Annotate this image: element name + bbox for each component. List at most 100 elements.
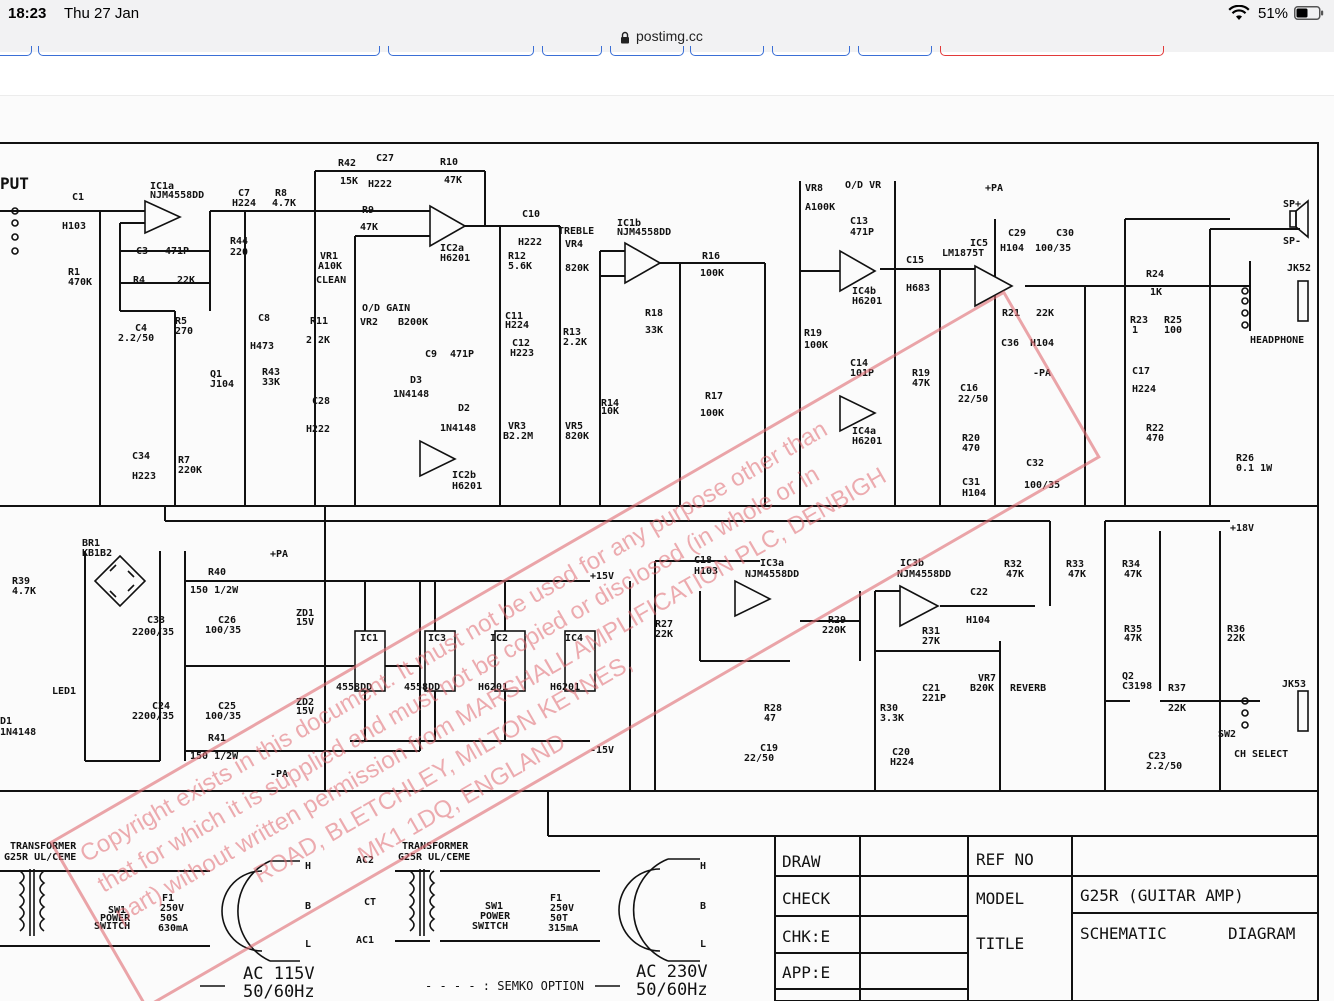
svg-text:150 1/2W: 150 1/2W — [190, 585, 239, 596]
svg-text:15V: 15V — [296, 706, 314, 717]
wifi-icon — [1228, 5, 1250, 20]
svg-text:C11: C11 — [505, 311, 523, 322]
svg-text:R35: R35 — [1124, 624, 1142, 635]
svg-text:AC 230V: AC 230V — [636, 962, 708, 982]
opamp-ic1b — [624, 241, 662, 285]
svg-text:C28: C28 — [312, 396, 330, 407]
svg-text:1K: 1K — [1150, 287, 1162, 298]
svg-text:SW2: SW2 — [1218, 729, 1236, 740]
tab-1[interactable] — [0, 46, 32, 56]
tab-3[interactable] — [388, 46, 534, 56]
svg-text:47K: 47K — [1006, 569, 1024, 580]
svg-text:L: L — [305, 939, 311, 950]
svg-text:4.7K: 4.7K — [272, 198, 296, 209]
svg-text:470: 470 — [1146, 433, 1164, 444]
svg-text:IC4b: IC4b — [852, 286, 876, 297]
url-text[interactable]: postimg.cc — [636, 28, 703, 44]
tab-2[interactable] — [38, 46, 380, 56]
svg-text:H224: H224 — [890, 757, 914, 768]
svg-text:-PA: -PA — [1033, 368, 1051, 379]
svg-text:C23: C23 — [1148, 751, 1166, 762]
svg-text:1N4148: 1N4148 — [393, 389, 429, 400]
svg-text:TRANSFORMER: TRANSFORMER — [10, 841, 77, 852]
svg-text:C33: C33 — [147, 615, 165, 626]
svg-text:33K: 33K — [645, 325, 663, 336]
svg-text:2.2K: 2.2K — [563, 337, 587, 348]
svg-text:100/35: 100/35 — [1024, 480, 1060, 491]
svg-text:NJM4558DD: NJM4558DD — [745, 569, 799, 580]
svg-text:part) without written permissi: part) without written permission from MA… — [111, 462, 891, 928]
tab-8[interactable] — [858, 46, 932, 56]
svg-text:HEADPHONE: HEADPHONE — [1250, 335, 1304, 346]
svg-text:R19: R19 — [804, 328, 822, 339]
svg-text:15V: 15V — [296, 617, 314, 628]
opamp-ic2b — [419, 439, 457, 478]
address-bar[interactable]: postimg.cc — [0, 28, 1334, 52]
svg-text:22K: 22K — [177, 275, 195, 286]
svg-text:H473: H473 — [250, 341, 274, 352]
svg-text:250V: 250V — [550, 903, 574, 914]
svg-text:IC5: IC5 — [970, 238, 988, 249]
svg-text:R8: R8 — [275, 188, 287, 199]
svg-text:22K: 22K — [655, 629, 673, 640]
svg-text:+15V: +15V — [590, 571, 614, 582]
svg-text:R33: R33 — [1066, 559, 1084, 570]
svg-text:C31: C31 — [962, 477, 980, 488]
svg-text:H223: H223 — [510, 348, 534, 359]
svg-text:B200K: B200K — [398, 317, 428, 328]
svg-text:C32: C32 — [1026, 458, 1044, 469]
title-block-app-e: APP:E — [782, 963, 830, 982]
tab-7[interactable] — [772, 46, 850, 56]
svg-text:D3: D3 — [410, 375, 422, 386]
svg-text:IC3a: IC3a — [760, 558, 784, 569]
svg-text:50T: 50T — [550, 913, 568, 924]
tab-4[interactable] — [542, 46, 602, 56]
title-block-title: TITLE — [976, 934, 1024, 953]
svg-text:SWITCH: SWITCH — [472, 921, 508, 932]
svg-text:2200/35: 2200/35 — [132, 711, 174, 722]
svg-text:C30: C30 — [1056, 228, 1074, 239]
svg-text:H104: H104 — [1030, 338, 1054, 349]
svg-text:H6201: H6201 — [852, 436, 882, 447]
svg-text:+PA: +PA — [985, 183, 1003, 194]
svg-text:C10: C10 — [522, 209, 540, 220]
svg-text:100K: 100K — [700, 408, 724, 419]
svg-text:220K: 220K — [822, 625, 846, 636]
svg-text:NJM4558DD: NJM4558DD — [897, 569, 951, 580]
copyright-watermark: Copyright exists in this document. It mu… — [49, 290, 1101, 1001]
svg-text:H222: H222 — [368, 179, 392, 190]
svg-text:H103: H103 — [62, 221, 86, 232]
svg-text:IC2: IC2 — [490, 633, 508, 644]
opamp-ic2a — [429, 204, 467, 248]
svg-text:C13: C13 — [850, 216, 868, 227]
tab-5[interactable] — [610, 46, 684, 56]
tab-9-active[interactable] — [940, 46, 1164, 56]
svg-text:221P: 221P — [922, 693, 946, 704]
document-image: PUT IC1a NJM4558DD C1 H103 R1 470K C7 H2… — [0, 95, 1334, 1001]
svg-text:O/D GAIN: O/D GAIN — [362, 303, 410, 314]
svg-text:REVERB: REVERB — [1010, 683, 1046, 694]
svg-text:H224: H224 — [505, 320, 529, 331]
svg-text:H683: H683 — [906, 283, 930, 294]
opamp-ic3b — [899, 584, 940, 628]
svg-text:C17: C17 — [1132, 366, 1150, 377]
svg-text:IC1b: IC1b — [617, 218, 641, 229]
svg-text:AC 115V: AC 115V — [243, 964, 315, 984]
battery-icon — [1294, 6, 1324, 20]
svg-text:- - - - : SEMKO OPTION: - - - - : SEMKO OPTION — [425, 979, 584, 993]
svg-text:220: 220 — [230, 247, 248, 258]
svg-text:H104: H104 — [1000, 243, 1024, 254]
svg-text:AC2: AC2 — [356, 855, 374, 866]
svg-text:47K: 47K — [1124, 569, 1142, 580]
svg-text:470: 470 — [962, 443, 980, 454]
svg-text:R11: R11 — [310, 316, 328, 327]
tab-6[interactable] — [690, 46, 764, 56]
svg-text:3.3K: 3.3K — [880, 713, 904, 724]
svg-text:H6201: H6201 — [550, 682, 580, 693]
svg-text:1N4148: 1N4148 — [440, 423, 476, 434]
svg-text:R1: R1 — [68, 267, 80, 278]
svg-text:A10K: A10K — [318, 261, 342, 272]
svg-text:471P: 471P — [165, 246, 189, 257]
svg-text:R7: R7 — [178, 455, 190, 466]
tab-strip — [0, 46, 1334, 60]
